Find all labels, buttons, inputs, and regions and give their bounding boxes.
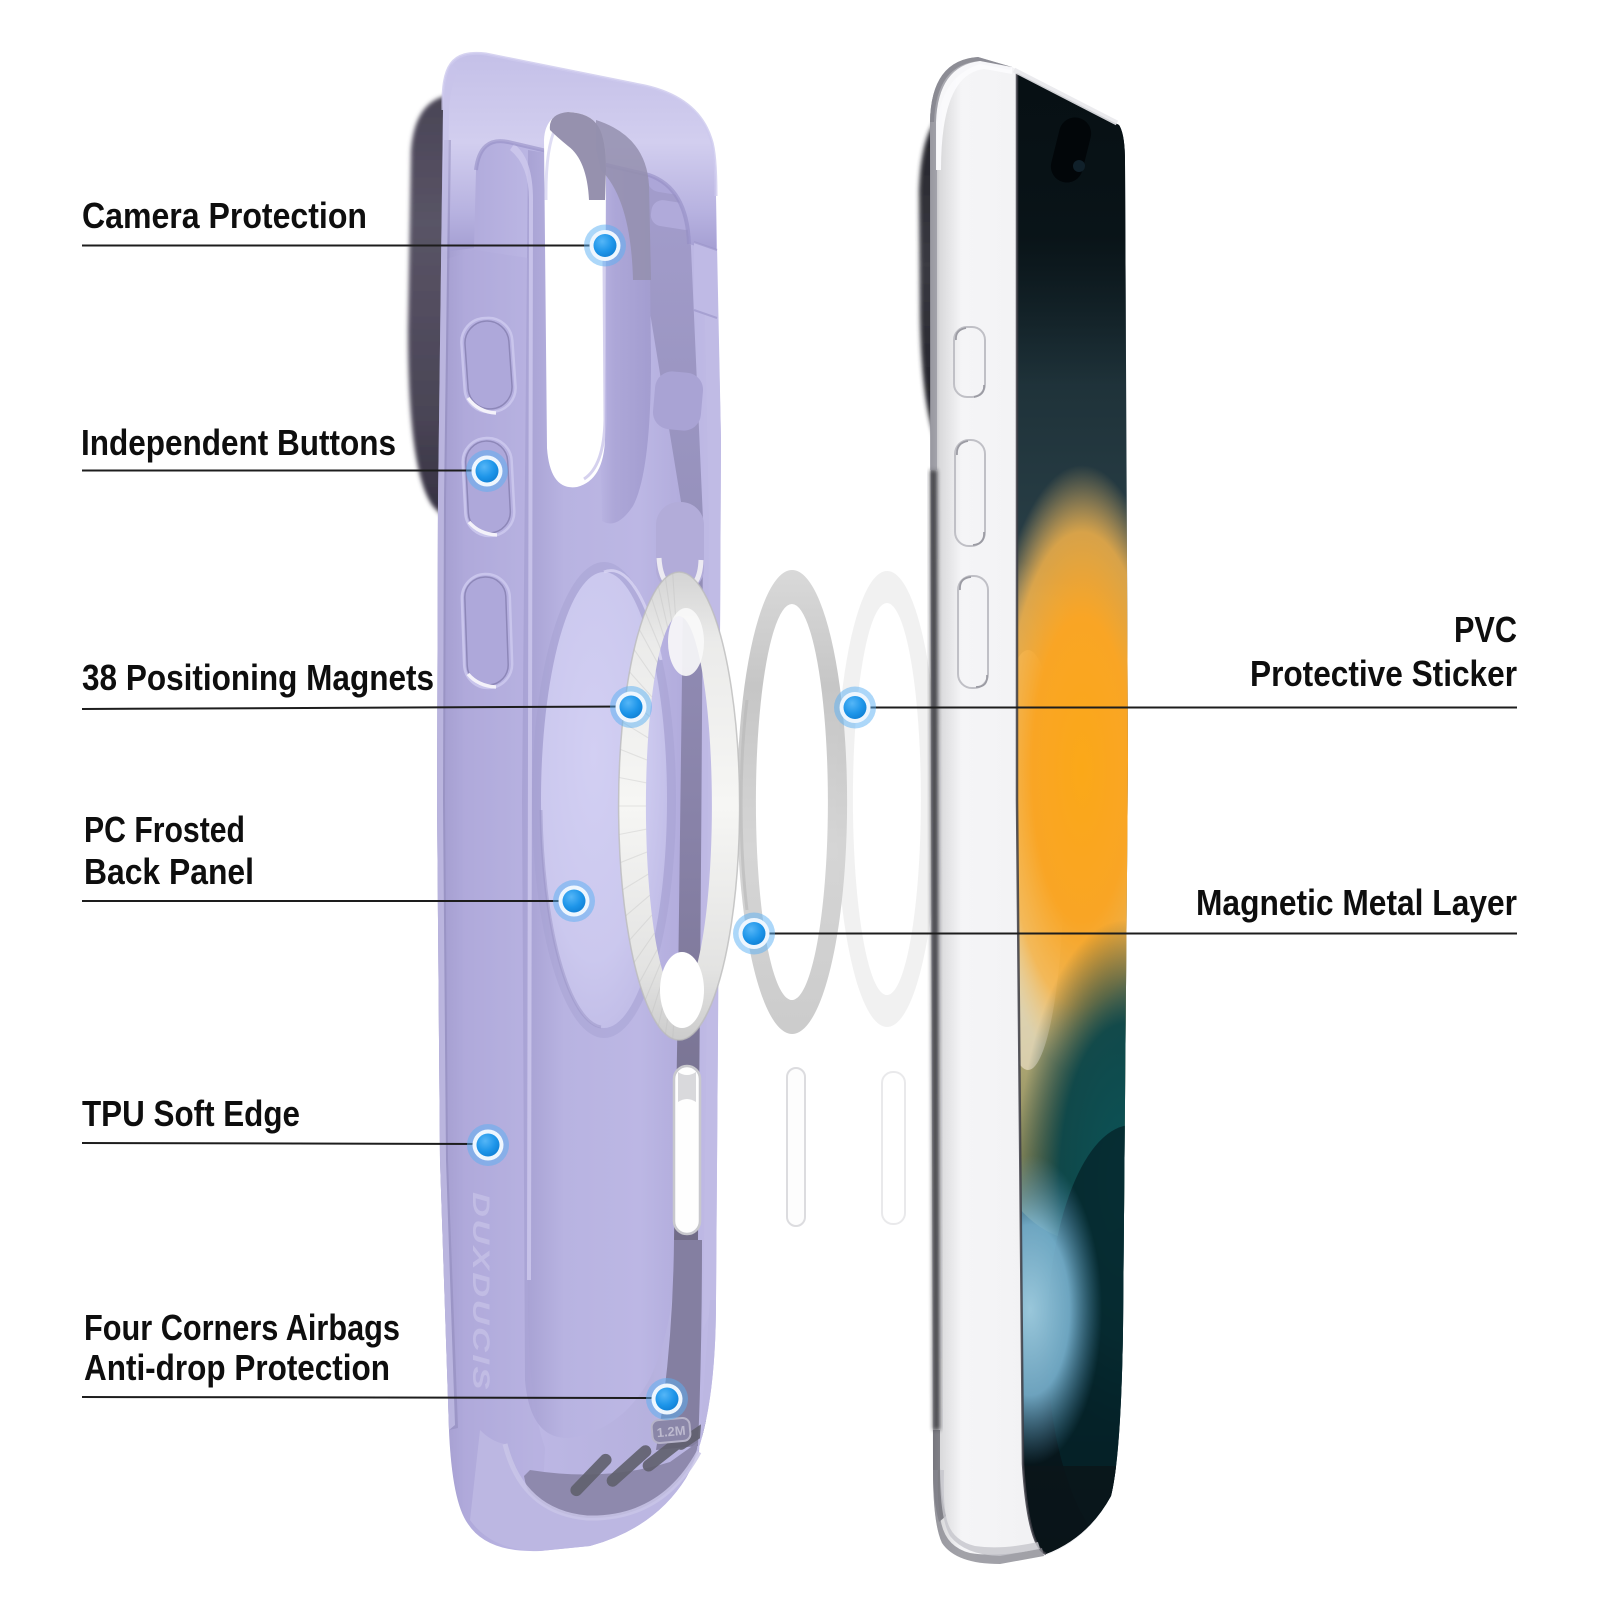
svg-text:DUXDUCIS: DUXDUCIS	[467, 1192, 494, 1392]
svg-text:Back Panel: Back Panel	[84, 851, 254, 892]
svg-text:Four Corners Airbags: Four Corners Airbags	[84, 1307, 400, 1348]
svg-text:TPU Soft Edge: TPU Soft Edge	[82, 1093, 300, 1134]
svg-text:Camera Protection: Camera Protection	[82, 195, 367, 236]
svg-text:PVC: PVC	[1454, 609, 1517, 650]
svg-text:Independent Buttons: Independent Buttons	[81, 422, 396, 463]
svg-text:Protective Sticker: Protective Sticker	[1250, 653, 1517, 694]
svg-text:1.2M: 1.2M	[656, 1423, 686, 1440]
svg-text:PC Frosted: PC Frosted	[84, 809, 245, 850]
svg-text:Anti-drop Protection: Anti-drop Protection	[84, 1347, 390, 1388]
svg-text:38 Positioning Magnets: 38 Positioning Magnets	[82, 657, 434, 698]
svg-text:Magnetic Metal Layer: Magnetic Metal Layer	[1196, 882, 1517, 923]
